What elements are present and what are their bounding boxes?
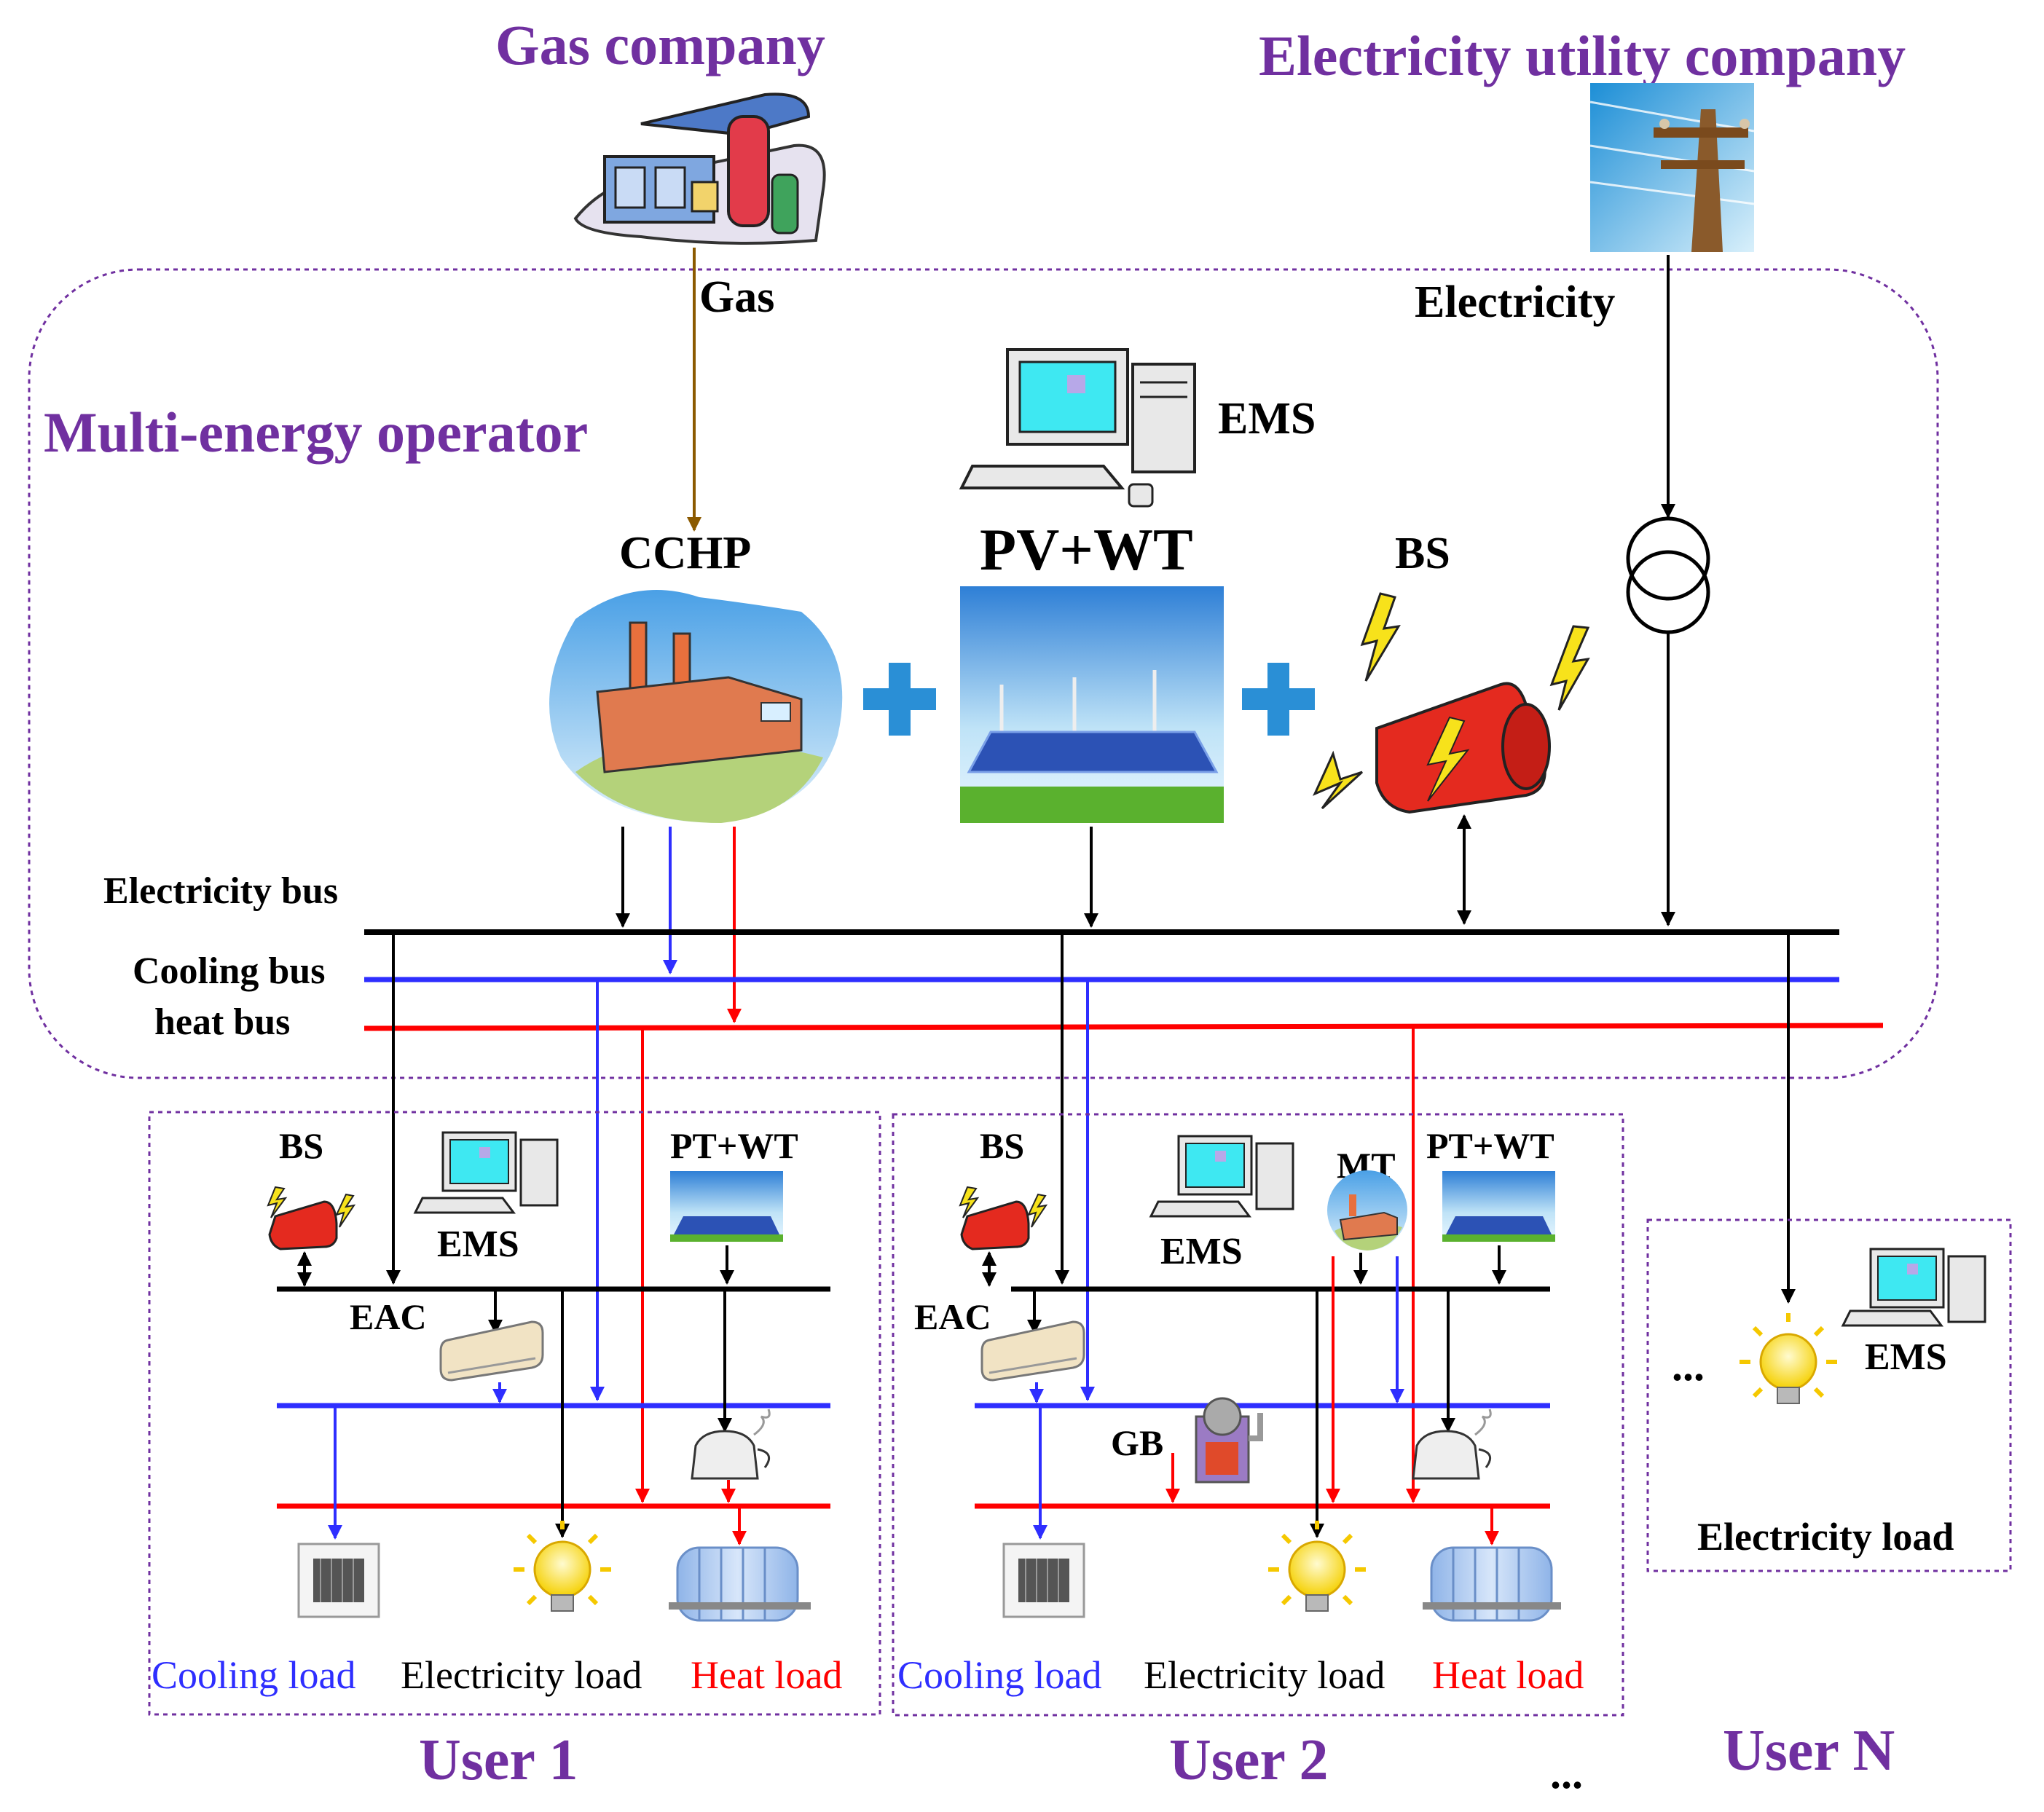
cchp-plant-icon — [549, 590, 843, 823]
userN-ems-label: EMS — [1865, 1336, 1947, 1378]
gas-station-icon — [573, 92, 826, 245]
air-conditioner-icon — [980, 1320, 1085, 1382]
battery-icon — [267, 1186, 356, 1250]
cooling-bus-label: Cooling bus — [133, 950, 325, 992]
radiator-icon — [669, 1546, 811, 1622]
electricity-utility-label: Electricity utility company — [1259, 24, 1906, 87]
plus-icon — [1242, 663, 1315, 736]
userN-ellipsis: ... — [1672, 1342, 1705, 1390]
gas-flow-label: Gas — [699, 272, 774, 322]
heat-bus-label: heat bus — [154, 1001, 290, 1043]
userN-electricity-load-label: Electricity load — [1697, 1515, 1954, 1559]
pv-wind-icon — [670, 1171, 783, 1242]
user1-cooling-load-label: Cooling load — [152, 1653, 356, 1697]
user2-title: User 2 — [1169, 1728, 1328, 1792]
light-bulb-icon — [1268, 1521, 1366, 1612]
ceiling-ac-icon — [297, 1543, 380, 1618]
userN-title: User N — [1723, 1719, 1895, 1783]
user1-title: User 1 — [419, 1728, 578, 1792]
ceiling-ac-icon — [1002, 1543, 1085, 1618]
pv-wind-icon — [1442, 1171, 1555, 1242]
plus-icon — [863, 663, 936, 736]
user1-electricity-load-label: Electricity load — [401, 1653, 642, 1697]
transformer-icon — [1626, 516, 1710, 634]
radiator-icon — [1423, 1546, 1561, 1622]
user2-gb-label: GB — [1111, 1422, 1163, 1463]
gas-boiler-icon — [1195, 1397, 1263, 1484]
user2-ems-label: EMS — [1160, 1231, 1243, 1272]
user2-electricity-load-label: Electricity load — [1144, 1653, 1385, 1697]
air-conditioner-icon — [439, 1320, 544, 1382]
computer-icon — [413, 1131, 559, 1214]
user2-bs-label: BS — [980, 1125, 1024, 1166]
light-bulb-icon — [1740, 1313, 1837, 1404]
micro-turbine-icon — [1327, 1170, 1407, 1250]
user1-eac-label: EAC — [350, 1296, 427, 1337]
user1-heat-load-label: Heat load — [691, 1653, 842, 1697]
user1-ems-label: EMS — [437, 1224, 519, 1265]
kettle-icon — [1412, 1409, 1492, 1480]
user2-ptwt-label: PT+WT — [1426, 1125, 1554, 1166]
battery-icon — [1313, 592, 1590, 814]
light-bulb-icon — [514, 1521, 611, 1612]
between-users-ellipsis: ... — [1550, 1749, 1583, 1797]
user1-bs-label: BS — [279, 1125, 323, 1166]
computer-icon — [1149, 1135, 1294, 1218]
pv-wt-label: PV+WT — [980, 516, 1193, 583]
user1-ptwt-label: PT+WT — [670, 1125, 798, 1166]
heat-bus — [363, 1023, 1884, 1031]
user2-heat-load-label: Heat load — [1432, 1653, 1584, 1697]
computer-icon — [959, 348, 1196, 508]
kettle-icon — [691, 1409, 771, 1480]
operator-bs-label: BS — [1395, 529, 1450, 578]
battery-icon — [959, 1186, 1048, 1250]
user2-boundary — [892, 1113, 1624, 1717]
electricity-bus-label: Electricity bus — [103, 870, 338, 912]
operator-label: Multi-energy operator — [44, 401, 588, 464]
gas-company-label: Gas company — [495, 13, 825, 76]
utility-pole-icon — [1589, 83, 1755, 252]
user2-cooling-load-label: Cooling load — [897, 1653, 1102, 1697]
user1-boundary — [148, 1111, 881, 1716]
pv-wind-icon — [960, 586, 1224, 823]
computer-icon — [1841, 1248, 1986, 1327]
userN-boundary — [1646, 1218, 2012, 1572]
operator-ems-label: EMS — [1218, 394, 1316, 444]
user2-eac-label: EAC — [914, 1296, 991, 1337]
cchp-label: CCHP — [619, 527, 751, 578]
electricity-flow-label: Electricity — [1415, 277, 1615, 327]
